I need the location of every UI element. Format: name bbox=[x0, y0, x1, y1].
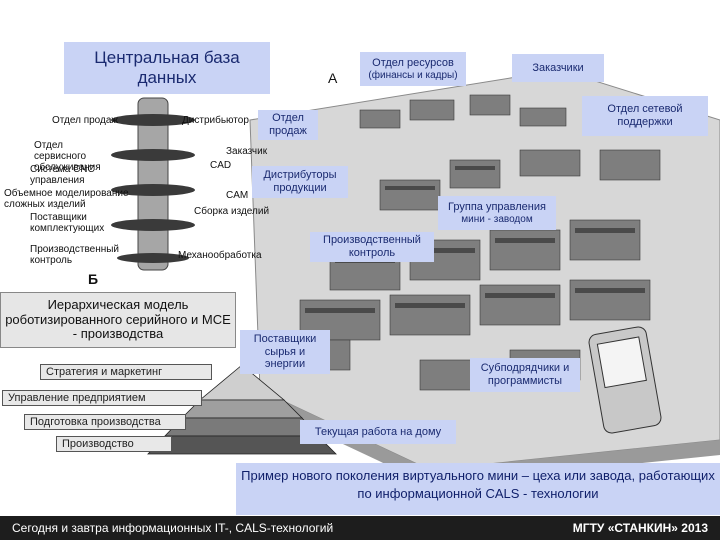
hierarchy-title-box: Иерархическая модель роботизированного с… bbox=[0, 292, 236, 348]
tower-label-cad: CAD bbox=[210, 160, 232, 171]
pyramid-production: Производство bbox=[56, 436, 172, 452]
pyramid-strategy: Стратегия и маркетинг bbox=[40, 364, 212, 380]
distributors-box: Дистрибуторы продукции bbox=[252, 166, 348, 198]
network-support-box: Отдел сетевой поддержки bbox=[582, 96, 708, 136]
home-work-box: Текущая работа на дому bbox=[300, 420, 456, 444]
tower-label-distributor: Дистрибьютор bbox=[182, 115, 249, 126]
suppliers-box: Поставщики сырья и энергии bbox=[240, 330, 330, 374]
central-database-box: Центральная база данных bbox=[64, 42, 270, 94]
group-mgmt-title: Группа управления bbox=[448, 200, 546, 213]
tower-label-cnc: Система CNC управления bbox=[30, 164, 95, 186]
tower-label-sales: Отдел продаж bbox=[52, 115, 119, 126]
resources-dept-sub: (финансы и кадры) bbox=[368, 69, 458, 81]
label-b: Б bbox=[88, 271, 99, 287]
pyramid-prep: Подготовка производства bbox=[24, 414, 186, 430]
pyramid-enterprise: Управление предприятием bbox=[2, 390, 202, 406]
tower-label-prod-control: Производственный контроль bbox=[30, 244, 120, 266]
footer-bar: Сегодня и завтра информационных IT-, CAL… bbox=[0, 516, 720, 540]
tower-label-customers: Заказчик bbox=[226, 146, 268, 157]
tower-label-cam: CAM bbox=[226, 190, 249, 201]
footer-left: Сегодня и завтра информационных IT-, CAL… bbox=[12, 521, 334, 535]
tower-label-modeling: Объемное моделирование сложных изделий bbox=[4, 188, 129, 210]
label-a: А bbox=[328, 70, 338, 86]
resources-dept-title: Отдел ресурсов bbox=[372, 56, 454, 69]
caption: Пример нового поколения виртуального мин… bbox=[236, 463, 720, 515]
production-control-box: Производственный контроль bbox=[310, 232, 434, 262]
tower-label-machining: Механообработка bbox=[178, 250, 262, 261]
group-mgmt-box: Группа управления мини - заводом bbox=[438, 196, 556, 230]
tower-label-suppliers: Поставщики комплектующих bbox=[30, 212, 105, 234]
tower-label-assembly: Сборка изделий bbox=[194, 206, 270, 217]
customers-box: Заказчики bbox=[512, 54, 604, 82]
sales-dept-box: Отдел продаж bbox=[258, 110, 318, 140]
subcontractors-box: Субподрядчики и программисты bbox=[470, 358, 580, 392]
resources-dept-box: Отдел ресурсов (финансы и кадры) bbox=[360, 52, 466, 86]
tower-label-service: Отдел сервисного обслуживания bbox=[34, 140, 101, 173]
factory-illustration bbox=[111, 69, 720, 485]
group-mgmt-sub: мини - заводом bbox=[461, 213, 533, 225]
footer-right: МГТУ «СТАНКИН» 2013 bbox=[572, 521, 708, 535]
